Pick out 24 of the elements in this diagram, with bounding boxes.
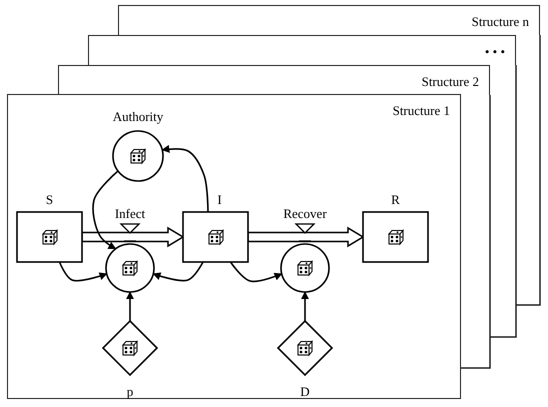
structure-card <box>88 35 516 65</box>
arrow <box>161 144 209 212</box>
arrow <box>301 291 309 321</box>
arrow <box>230 262 282 282</box>
node-label: Authority <box>112 109 164 125</box>
node-label: Recover <box>283 206 327 222</box>
node-label: Infect <box>114 206 146 222</box>
structure-card <box>58 65 490 95</box>
card-title: Structure 1 <box>392 103 450 119</box>
card-title: • • • <box>484 44 505 60</box>
node-label: p <box>126 384 134 400</box>
arrow <box>152 262 204 282</box>
arrow <box>92 170 119 250</box>
card-title: Structure n <box>472 14 529 30</box>
card-title: Structure 2 <box>422 74 479 90</box>
node-label: I <box>217 192 222 208</box>
node-label: S <box>46 192 54 208</box>
arrow <box>58 262 108 282</box>
flow-pipe-arrow <box>247 226 364 248</box>
node-label: R <box>391 192 400 208</box>
structure-card <box>118 5 540 35</box>
arrow <box>126 291 134 321</box>
flow-pipe-arrow <box>81 226 184 248</box>
node-label: D <box>300 384 310 400</box>
